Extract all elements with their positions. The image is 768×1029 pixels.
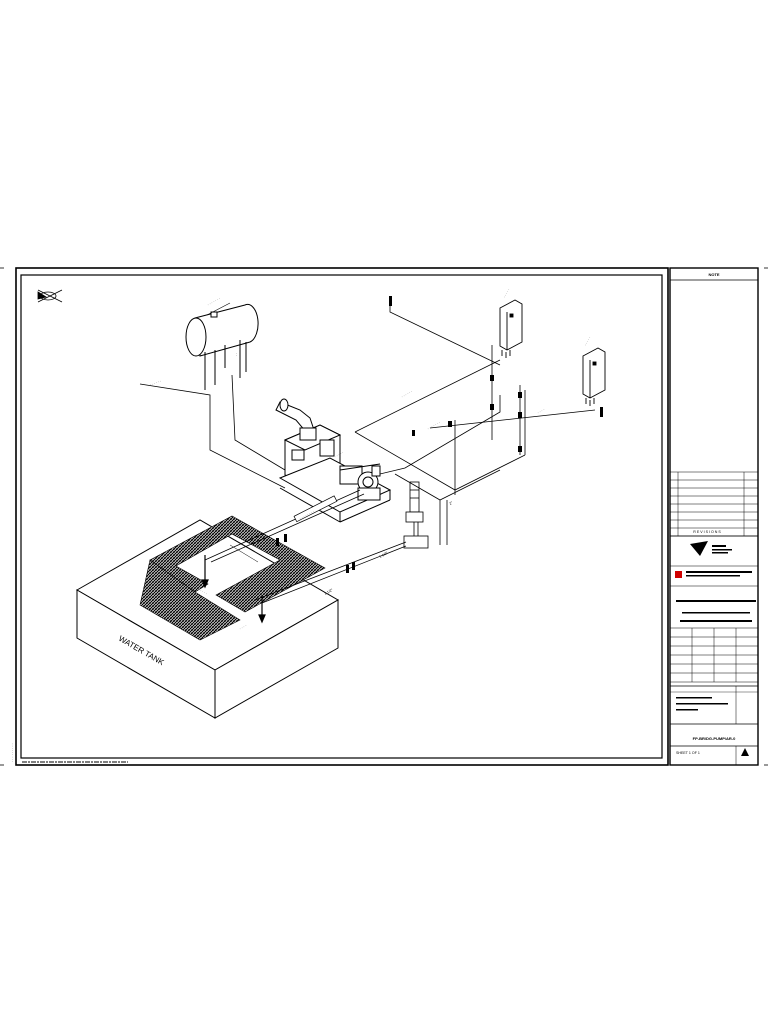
flow-meter-line	[293, 495, 338, 523]
fuel-lines	[139, 374, 286, 489]
control-panel-main	[499, 299, 523, 358]
notes-header: NOTE	[708, 272, 719, 277]
revisions-table	[670, 471, 758, 537]
valves	[276, 296, 603, 573]
revisions-label: R E V I S I O N S	[693, 530, 721, 534]
svg-text:· · · · ·: · · · · ·	[502, 288, 510, 299]
svg-text:· · · · · · ·: · · · · · · ·	[207, 297, 222, 307]
warning-triangle-icon	[741, 748, 749, 756]
red-logo-square	[675, 571, 682, 578]
sheet-border	[15, 267, 669, 766]
svg-text:· · · · ·: · · · · ·	[583, 336, 591, 347]
water-tank	[75, 515, 340, 719]
svg-text:· · · · ·: · · · · ·	[334, 451, 345, 459]
margin-vertical-text: · · · · · · · · ·	[11, 743, 15, 762]
north-arrow-icon	[37, 289, 63, 303]
svg-text:· ·: · ·	[235, 353, 239, 356]
fuel-tank	[185, 302, 259, 390]
piping	[204, 300, 596, 604]
svg-text:· · · · · · ·: · · · · · · ·	[427, 421, 442, 431]
svg-text:· · · ·: · · · ·	[159, 590, 168, 597]
diesel-engine-pump	[275, 398, 392, 523]
pipe-annotations: · · · · · · · · · · · · · · · · · · · · …	[159, 390, 546, 631]
drawing-frame	[20, 274, 663, 759]
drawing-number: FP-BR/DG-PUMP/AR-0	[693, 736, 736, 741]
svg-text:· · · · · · · ·: · · · · · · · ·	[299, 510, 316, 521]
corner-marks	[0, 267, 768, 766]
jockey-pump	[403, 481, 429, 549]
company-logo	[690, 541, 732, 556]
pipe-size-label-3: 2"	[449, 500, 454, 505]
svg-text:· · · ·: · · · ·	[537, 408, 546, 415]
sheet-number: SHEET 1 OF 1	[676, 751, 700, 755]
control-panel-jockey	[582, 347, 606, 406]
pipe-size-label-2: 1 1/2"	[324, 588, 335, 596]
pipe-size-label-1: 1 1/2"	[379, 551, 390, 559]
svg-text:· · · · · ·: · · · · · ·	[401, 390, 414, 399]
svg-text:· · · · · ·: · · · · · ·	[149, 379, 162, 387]
svg-text:· · · · ·: · · · · ·	[198, 587, 209, 595]
approval-table	[670, 628, 758, 683]
title-block: NOTE R E V I S I O N S	[669, 267, 759, 766]
svg-text:· · · ·: · · · ·	[239, 624, 248, 631]
